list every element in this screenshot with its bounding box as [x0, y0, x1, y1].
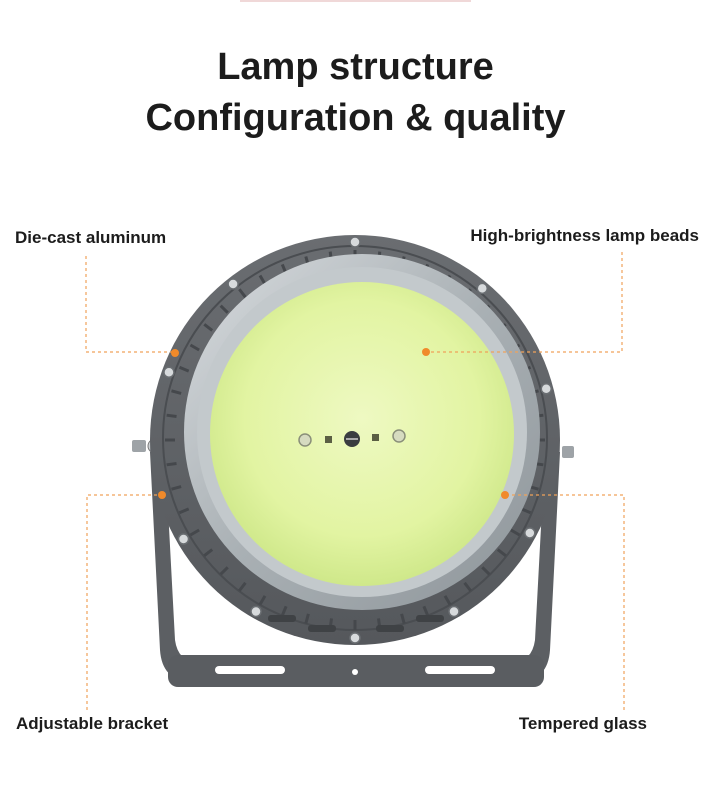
housing-fin: [520, 507, 532, 515]
housing-fin: [203, 548, 214, 557]
housing-fin: [280, 605, 288, 617]
callout-dots: [158, 348, 509, 499]
screw: [227, 278, 239, 290]
housing-fin: [189, 528, 200, 537]
label-tempered-glass: Tempered glass: [518, 714, 647, 733]
page-subtitle: Configuration & quality: [145, 97, 566, 139]
label-die-cast-aluminum: Die-cast aluminum: [15, 228, 167, 247]
housing-fin: [178, 365, 190, 373]
housing-fin: [166, 462, 177, 467]
housing-fin: [219, 566, 229, 576]
housing-fin: [463, 581, 472, 592]
adjustable-bracket: [150, 452, 560, 687]
callout-lines: [85, 252, 625, 710]
housing-fin: [238, 581, 247, 592]
housing-fin: [258, 595, 267, 606]
housing-fin: [443, 595, 452, 606]
callout-dot-bracket: [158, 491, 166, 499]
label-adjustable-bracket: Adjustable bracket: [16, 714, 169, 733]
screw: [250, 605, 262, 618]
center-components: [298, 429, 406, 447]
top-divider: [240, 0, 471, 2]
housing-fin: [481, 566, 491, 576]
housing-fin: [510, 528, 521, 537]
screw: [349, 236, 361, 248]
housing-fin: [189, 343, 200, 352]
housing-fin: [422, 605, 430, 617]
tempered-glass-lens: [210, 282, 514, 586]
housing-fin: [400, 613, 406, 624]
screw: [476, 282, 489, 295]
screw: [349, 632, 361, 644]
page-title: Lamp structure: [217, 46, 494, 88]
screw: [524, 527, 536, 539]
screw: [163, 366, 175, 379]
housing-fin: [171, 485, 182, 491]
housing-fin: [166, 413, 177, 418]
housing-fin: [219, 304, 229, 314]
screw: [177, 533, 190, 545]
screw: [540, 383, 553, 395]
callout-dot-die-cast: [171, 349, 179, 357]
callout-dot-glass: [501, 491, 509, 499]
housing-fin: [171, 389, 182, 395]
housing-fin: [304, 613, 310, 624]
housing-fin: [238, 288, 247, 299]
housing-fin: [178, 507, 190, 515]
screw: [448, 605, 460, 618]
bezel-screws: [163, 236, 553, 644]
housing-bottom-slots: [268, 615, 444, 632]
housing-fin: [496, 548, 507, 557]
callout-dot-lamp-beads: [422, 348, 430, 356]
label-lamp-beads: High-brightness lamp beads: [470, 226, 699, 245]
side-bolt-right: [562, 446, 574, 458]
housing-fin: [203, 323, 214, 332]
housing-fin: [258, 274, 267, 285]
